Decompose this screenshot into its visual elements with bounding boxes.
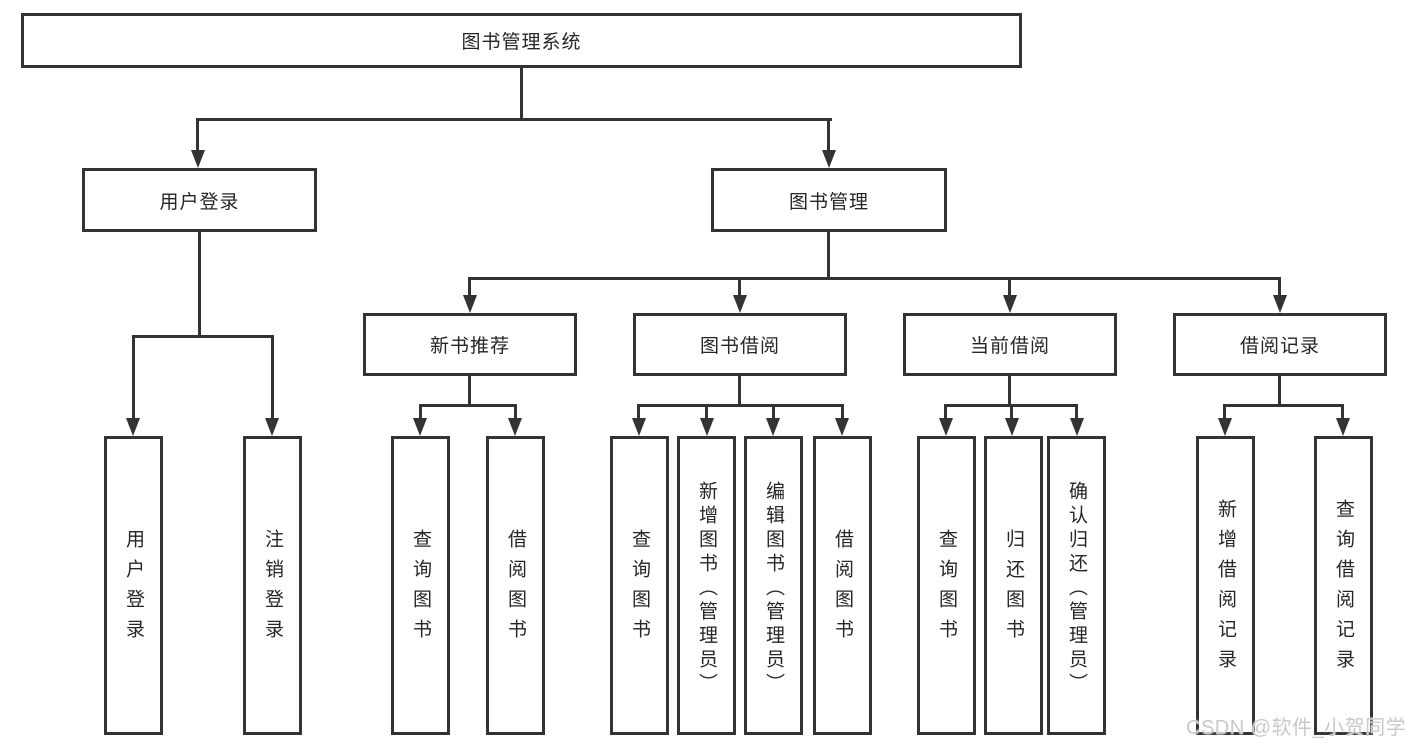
connector-line [827,232,830,280]
arrow-down-icon [1218,418,1232,436]
connector-line [738,376,741,407]
leaf-user-login: 用户登录 [104,436,163,735]
connector-line [468,376,471,407]
connector-line [1010,404,1013,420]
connector-line [1278,376,1281,407]
arrow-down-icon [733,295,747,313]
leaf-logout: 注销登录 [243,436,302,735]
arrow-down-icon [822,150,836,168]
leaf-edit-book-admin: 编辑图书（管理员） [744,436,803,735]
arrow-down-icon [1003,295,1017,313]
leaf-add-book-admin: 新增图书（管理员） [677,436,736,735]
arrow-down-icon [632,418,646,436]
connector-line [1008,277,1011,298]
arrow-down-icon [939,418,953,436]
connector-line [1341,404,1344,420]
arrow-down-icon [265,418,279,436]
connector-line [196,118,199,152]
connector-line [468,277,1281,280]
connector-line [419,404,422,420]
connector-line [1075,404,1078,420]
leaf-confirm-return-admin: 确认归还（管理员） [1047,436,1106,735]
watermark: CSDN @软件_小贺同学 [1186,717,1405,739]
connector-line [271,335,274,420]
arrow-down-icon [191,150,205,168]
node-book-management: 图书管理 [711,168,947,232]
connector-line [196,118,832,121]
connector-line [637,404,844,407]
arrow-down-icon [1273,295,1287,313]
arrow-down-icon [413,418,427,436]
connector-line [520,68,523,121]
connector-line [637,404,640,420]
node-book-borrowing: 图书借阅 [633,313,847,376]
connector-line [1223,404,1226,420]
arrow-down-icon [1005,418,1019,436]
arrow-down-icon [126,418,140,436]
leaf-query-books-recommend: 查询图书 [391,436,450,735]
leaf-return-books: 归还图书 [984,436,1043,735]
connector-line [1278,277,1281,298]
leaf-borrow-books-borrowing: 借阅图书 [813,436,872,735]
connector-line [827,118,830,152]
connector-line [944,404,947,420]
connector-line [841,404,844,420]
connector-line [1223,404,1344,407]
arrow-down-icon [700,418,714,436]
arrow-down-icon [1070,418,1084,436]
node-user-login: 用户登录 [82,168,317,232]
leaf-query-borrow-record: 查询借阅记录 [1314,436,1373,735]
arrow-down-icon [508,418,522,436]
connector-line [468,277,471,298]
leaf-add-borrow-record: 新增借阅记录 [1196,436,1255,735]
node-new-book-recommend: 新书推荐 [363,313,577,376]
connector-line [514,404,517,420]
connector-line [132,335,135,420]
node-current-borrowing: 当前借阅 [903,313,1117,376]
connector-line [705,404,708,420]
arrow-down-icon [835,418,849,436]
leaf-query-books-borrowing: 查询图书 [610,436,669,735]
leaf-borrow-books-recommend: 借阅图书 [486,436,545,735]
connector-line [132,335,274,338]
arrow-down-icon [766,418,780,436]
connector-line [419,404,517,407]
node-borrowing-records: 借阅记录 [1173,313,1387,376]
connector-line [738,277,741,298]
leaf-query-books-current: 查询图书 [917,436,976,735]
arrow-down-icon [1336,418,1350,436]
connector-line [1008,376,1011,407]
arrow-down-icon [463,295,477,313]
connector-line [772,404,775,420]
node-library-system: 图书管理系统 [21,13,1022,68]
connector-line [198,232,201,338]
